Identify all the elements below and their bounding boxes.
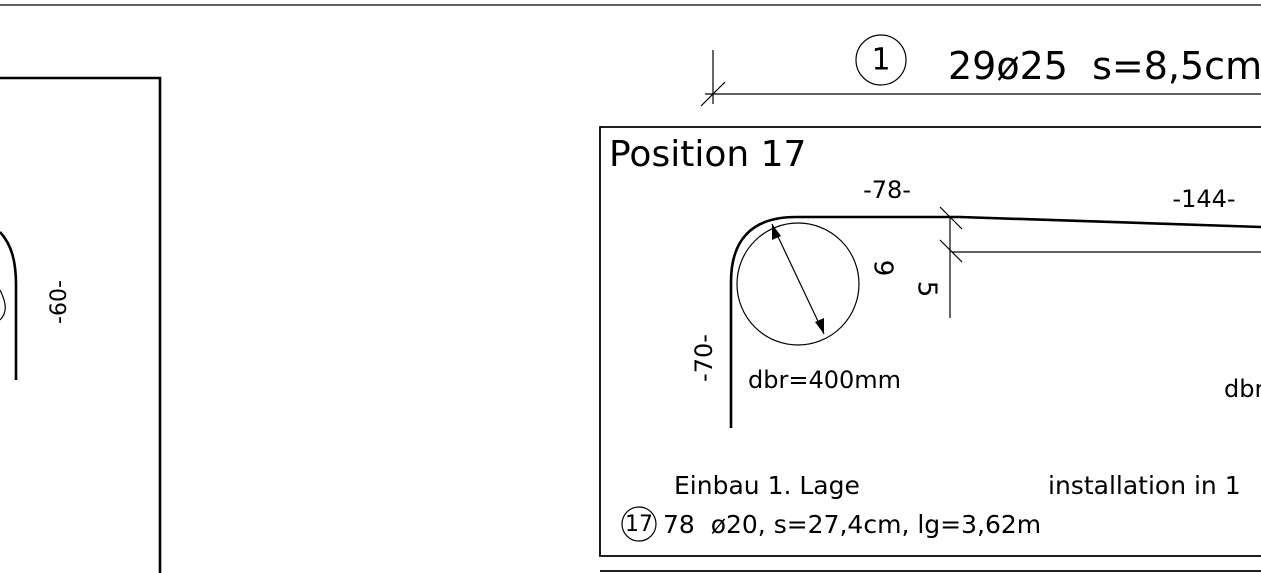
- bend-arrow-head-bottom: [815, 318, 824, 334]
- callout-mark-circle: [855, 34, 907, 86]
- bend-note-left: dbr=400mm: [748, 366, 901, 394]
- dim-top-right: -144-: [1172, 185, 1235, 213]
- top-callout: 1 29ø25 s=8,5cm: [700, 34, 1261, 107]
- bar-mark-number: 17: [625, 512, 653, 537]
- callout-mark-number: 1: [871, 43, 890, 78]
- left-frame: [0, 76, 162, 573]
- position-title: Position 17: [609, 134, 806, 175]
- left-bend-circle: [0, 289, 6, 321]
- bar-shape-17: [729, 215, 1261, 428]
- left-bar-curve: [0, 231, 18, 380]
- bar-mark-circle: [621, 506, 657, 542]
- dim-top-left: -78-: [863, 176, 911, 204]
- bend-arrow-head-top: [772, 224, 781, 240]
- offset-tick-bottom: [939, 239, 963, 263]
- position-17-box: Position 17 -78- -144- -70- 9 5 dbr=400m…: [599, 126, 1261, 572]
- bar-spec: 78 ø20, s=27,4cm, lg=3,62m: [663, 510, 1041, 539]
- dim-left: -70-: [690, 334, 718, 382]
- dim-offset-b: 5: [912, 281, 942, 298]
- bend-diameter-line: [771, 223, 825, 335]
- dim-offset-a: 9: [868, 260, 898, 277]
- install-note-de: Einbau 1. Lage: [674, 471, 860, 500]
- left-sheet: -60-: [0, 76, 162, 573]
- offset-tick-top: [939, 206, 963, 230]
- callout-bar-text: 29ø25 s=8,5cm: [948, 44, 1261, 88]
- left-dim-vertical: -60-: [47, 280, 72, 324]
- install-note-en: installation in 1: [1048, 471, 1241, 500]
- bend-diameter-circle: [736, 222, 860, 346]
- bend-note-right: dbr: [1224, 375, 1261, 403]
- position-box-frame: [599, 126, 1261, 557]
